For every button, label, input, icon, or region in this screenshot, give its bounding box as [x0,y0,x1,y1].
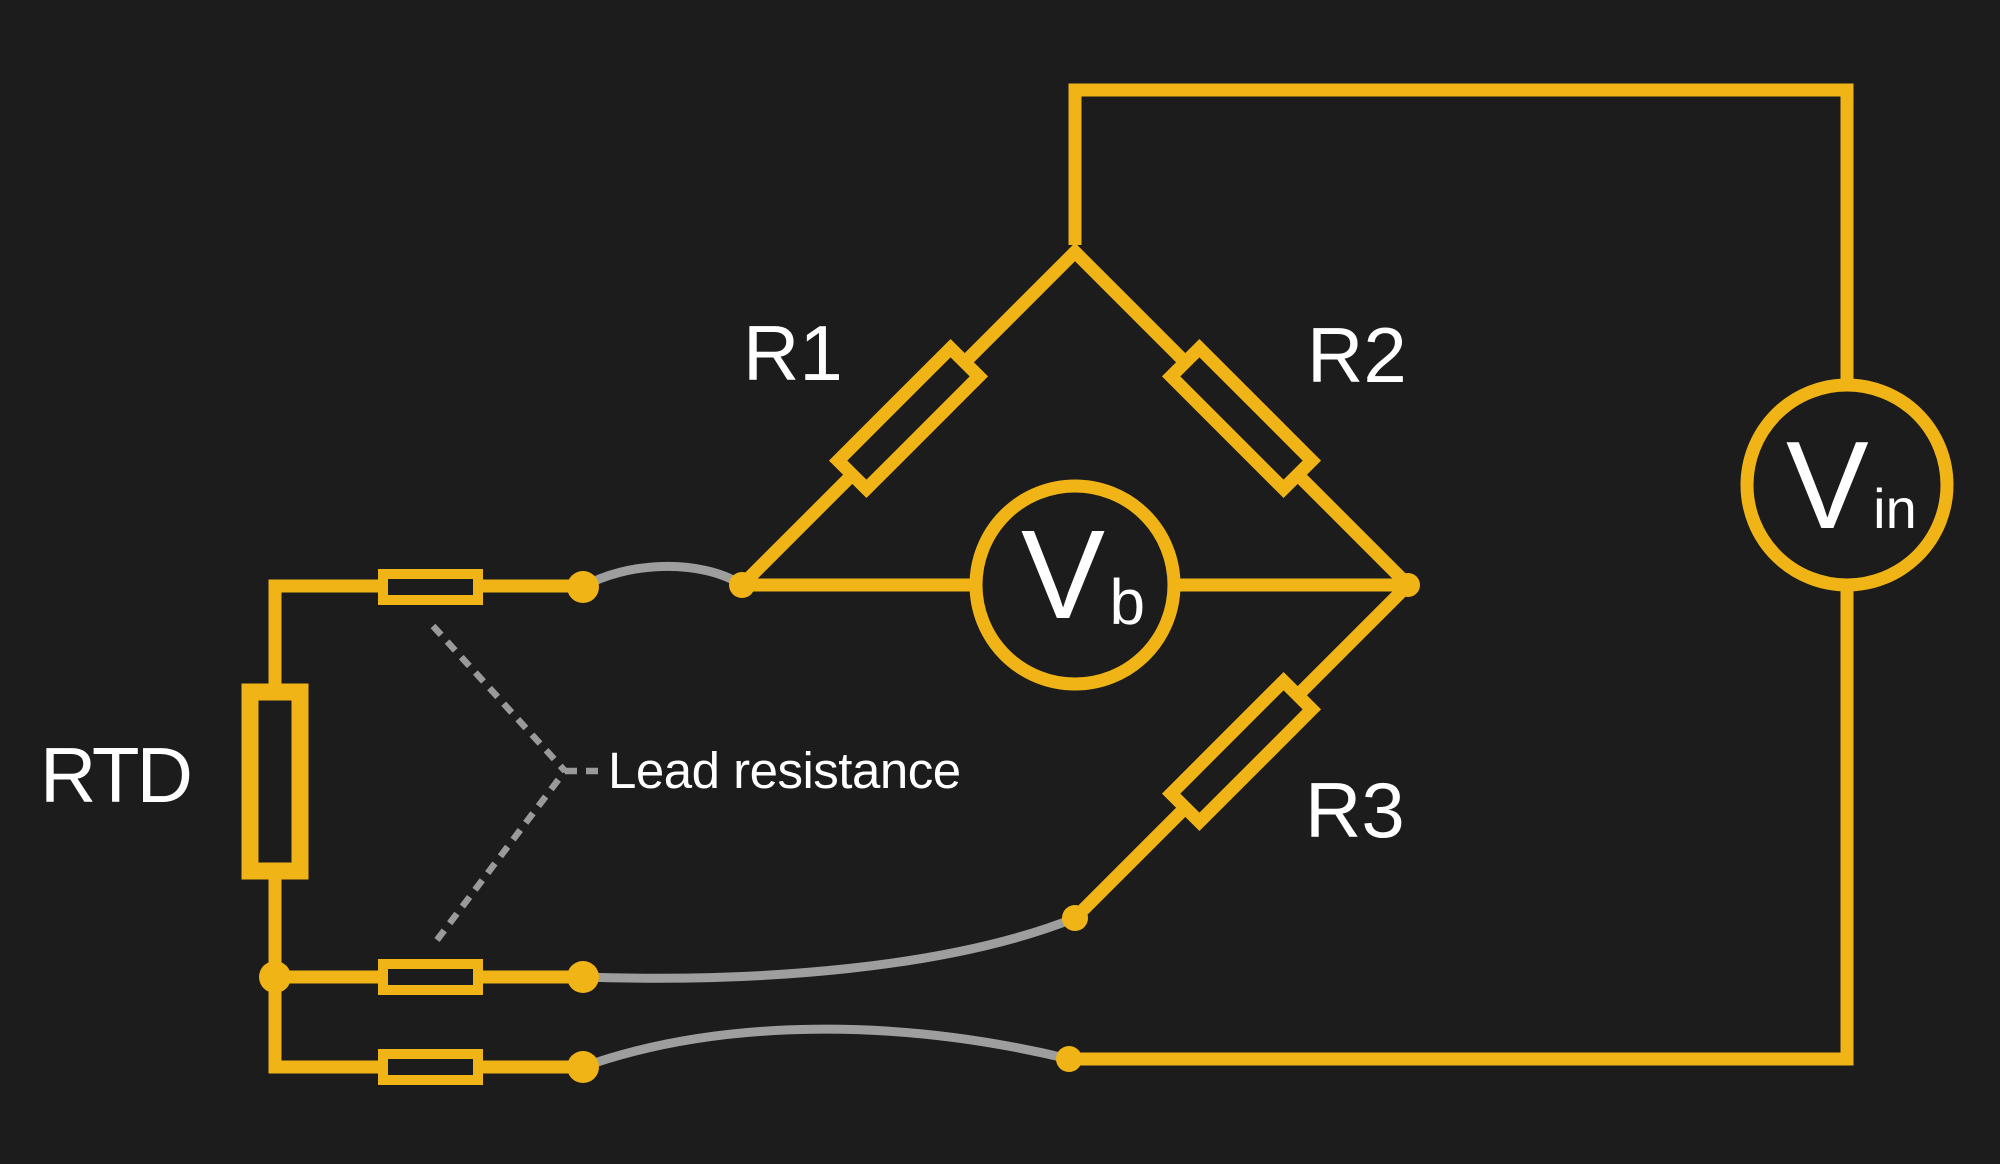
gray-wire-top [580,562,745,591]
terminal-dot-lead-bottom [567,1051,599,1083]
label-vin-sub: in [1873,477,1917,540]
labels: R1 R2 R3 RTD Lead resistance V b V in [40,309,1917,854]
label-vin: V in [1786,417,1917,555]
node-dot-bridge-left [729,572,755,598]
gray-cable-wires [580,562,1077,1072]
label-vb: V b [1021,504,1145,645]
wire-excitation-loop [1068,83,1854,1066]
rtd-body [241,683,309,880]
terminal-dot-lead-middle [567,961,599,993]
label-vb-sub: b [1110,566,1146,638]
label-vb-main: V [1021,504,1105,645]
gray-wire-bottom [581,1024,1071,1072]
lead-resistor-bottom [378,1049,483,1085]
label-lead-resistance: Lead resistance [608,742,961,799]
junction-dots [259,571,1420,1083]
resistor-r2-body [1161,338,1322,499]
resistors [241,338,1322,1085]
lead-resistor-middle [378,959,483,995]
vb-meter-circle [969,479,1181,691]
lead-resistor-top [378,569,483,605]
label-r2: R2 [1307,311,1407,399]
label-r3: R3 [1305,766,1405,854]
gray-wire-middle [582,913,1077,983]
label-vin-main: V [1786,417,1869,555]
node-dot-bridge-right [1396,573,1420,597]
callout-lower-dash [434,769,568,942]
lead-resistance-callout [430,623,600,942]
junction-dot-rtd-bottom [259,961,291,993]
label-r1: R1 [743,309,843,397]
callout-upper-dash [430,623,568,774]
label-rtd: RTD [40,731,190,819]
meters [969,378,1954,691]
terminal-dot-lead-top [567,571,599,603]
node-dot-return-wire [1056,1046,1082,1072]
resistor-r1-body [828,338,989,499]
vin-meter-circle [1740,378,1954,592]
resistor-r3-body [1161,671,1322,832]
node-dot-bridge-bottom [1062,905,1088,931]
